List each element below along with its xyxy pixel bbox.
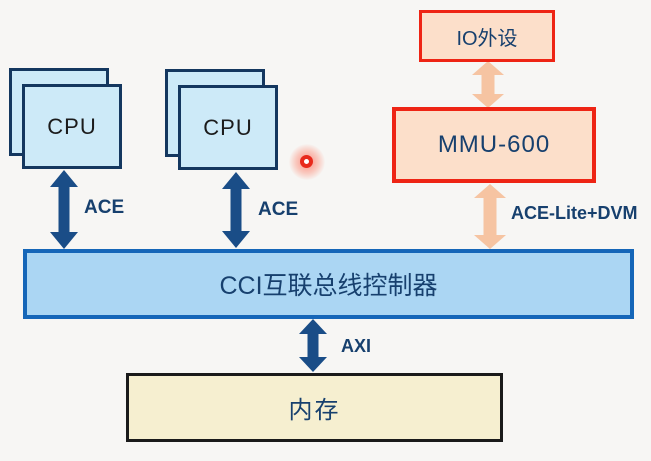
memory-label: 内存: [288, 397, 341, 424]
ace-lite-dvm-label: ACE-Lite+DVM: [511, 203, 638, 223]
ace-arrow-2: [222, 172, 250, 248]
mmu-600-label: MMU-600: [437, 131, 551, 158]
cpu2-box: CPU: [178, 85, 278, 170]
axi-arrow: [299, 319, 327, 372]
ace-arrow-1: [50, 170, 78, 249]
cpu2-label: CPU: [203, 114, 253, 140]
io-peripheral-box: IO外设: [419, 10, 555, 62]
io-peripheral-label: IO外设: [456, 27, 518, 50]
axi-label: AXI: [341, 336, 372, 356]
laser-pointer-dot-icon: [300, 155, 313, 168]
mmu-600-box: MMU-600: [392, 107, 596, 183]
ace-label-1: ACE: [84, 197, 125, 218]
io-mmu-arrow: [472, 61, 504, 108]
cci-interconnect-bar: CCI互联总线控制器: [23, 249, 634, 319]
mmu-cci-arrow: [474, 184, 506, 249]
memory-box: 内存: [126, 373, 503, 442]
cpu1-label: CPU: [47, 113, 97, 139]
cpu1-box: CPU: [22, 84, 122, 169]
ace-label-2: ACE: [258, 199, 299, 220]
cci-interconnect-label: CCI互联总线控制器: [219, 272, 438, 300]
